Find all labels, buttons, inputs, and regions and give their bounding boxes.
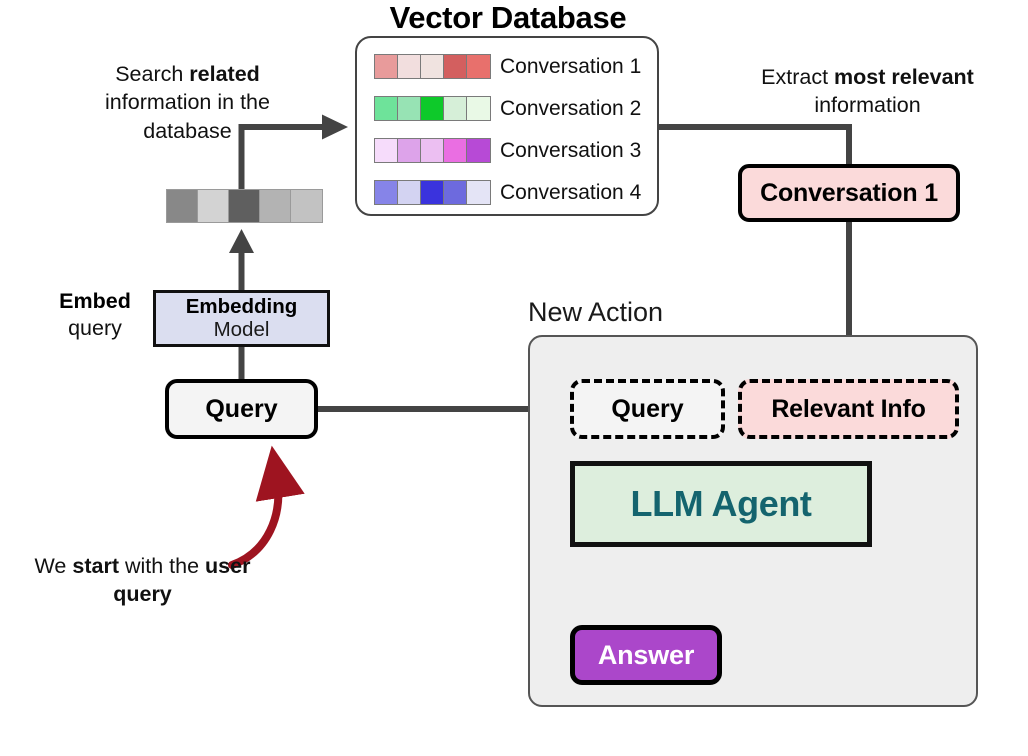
vector-cell [421,55,444,78]
conversation-label: Conversation 2 [500,96,642,120]
vector-cell [375,139,398,162]
note-text-bold: related [189,62,260,86]
embedding-model-box[interactable]: Embedding Model [153,290,330,347]
answer-box[interactable]: Answer [570,625,722,685]
vector-cell [375,55,398,78]
vector-cell [375,181,398,204]
new-action-query-box[interactable]: Query [570,379,725,439]
vector-database-panel: Conversation 1 Conversation 2 Conversati… [355,36,659,216]
vector-cell [444,97,467,120]
vector-cell [375,97,398,120]
vector-cell [229,190,260,222]
vector-cell [398,97,421,120]
retrieved-conversation-1-box[interactable]: Conversation 1 [738,164,960,222]
query-embedding-vector [166,189,323,223]
vector-cell [398,181,421,204]
vector-cell [444,55,467,78]
note-text-bold: start [72,554,119,578]
embed-label-normal: query [68,315,122,340]
line-vectordb-to-conversation1 [659,124,852,164]
vector-cell [167,190,198,222]
note-start-user-query: We start with the user query [30,552,255,609]
note-text-plain: Extract [761,65,835,89]
llm-agent-box[interactable]: LLM Agent [570,461,872,547]
note-extract-relevant: Extract most relevant information [730,63,1005,120]
conversation-1-vector [374,54,491,79]
conversation-2-vector [374,96,491,121]
embed-label-bold: Embed [59,289,131,313]
vector-cell [421,139,444,162]
vector-cell [398,139,421,162]
note-text-plain: We [34,554,73,578]
conversation-label: Conversation 3 [500,138,642,162]
conversation-4-vector [374,180,491,205]
conversation-label: Conversation 1 [500,54,642,78]
new-action-relevant-info-box[interactable]: Relevant Info [738,379,959,439]
conversation-row[interactable]: Conversation 3 [374,138,641,163]
vector-cell [198,190,229,222]
vector-cell [467,55,490,78]
vector-cell [444,181,467,204]
conversation-row[interactable]: Conversation 1 [374,54,641,79]
conversation-3-vector [374,138,491,163]
note-search-related: Search related information in the databa… [70,60,305,145]
conversation-row[interactable]: Conversation 2 [374,96,641,121]
note-text-plain: information in the database [105,90,270,143]
vector-cell [444,139,467,162]
vector-cell [467,97,490,120]
embedding-model-line1: Embedding [185,295,298,319]
note-text-bold: user query [113,554,251,607]
arrow-embedding-to-vector [229,229,254,290]
vector-cell [398,55,421,78]
embedding-model-line2: Model [213,317,270,341]
vector-cell [467,139,490,162]
note-text-plain: with the [118,554,206,578]
vector-cell [421,97,444,120]
embed-query-label: Embed query [45,288,145,342]
query-box[interactable]: Query [165,379,318,439]
note-text-plain: Search [115,62,190,86]
new-action-title: New Action [528,297,664,327]
vector-cell [291,190,322,222]
conversation-label: Conversation 4 [500,180,642,204]
vector-cell [260,190,291,222]
note-text-plain: information [814,93,921,118]
vector-cell [467,181,490,204]
conversation-row[interactable]: Conversation 4 [374,180,641,205]
note-text-bold: most relevant [834,65,974,89]
vector-cell [421,181,444,204]
vector-database-title: Vector Database [389,0,627,35]
